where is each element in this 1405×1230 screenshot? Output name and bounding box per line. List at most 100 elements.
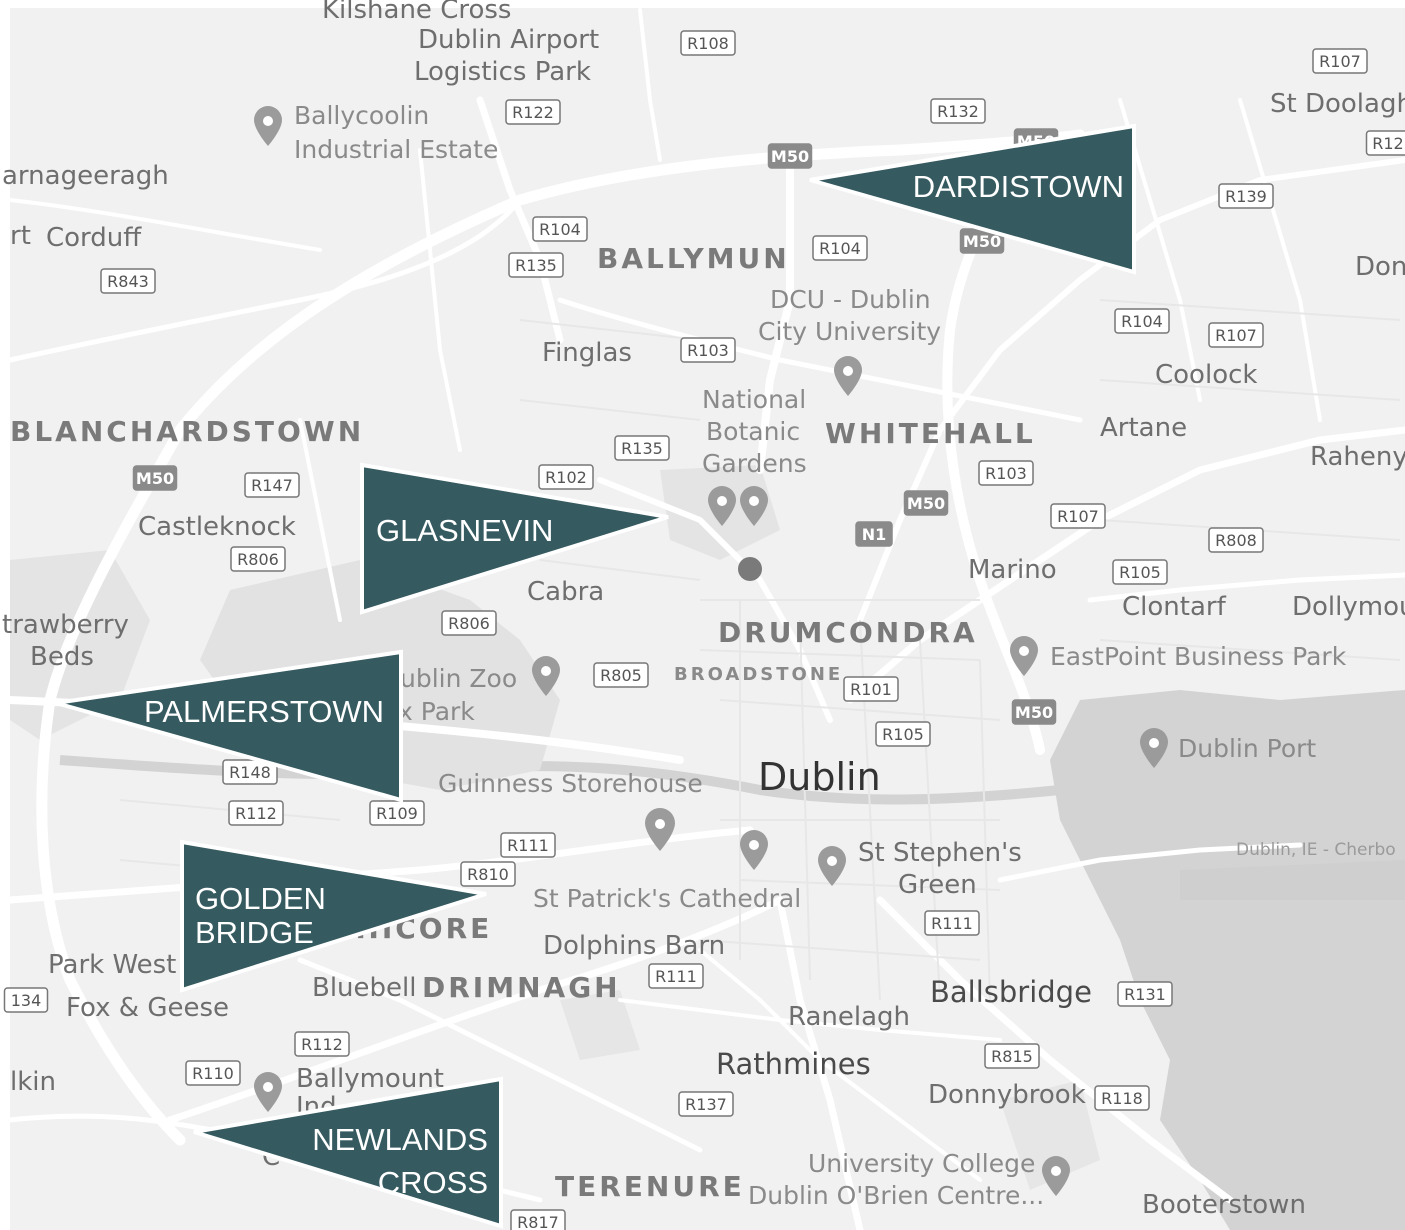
place-label: City University [758, 317, 941, 346]
route-shield: R147 [244, 472, 300, 498]
place-label: ublin Zoo [400, 664, 517, 693]
route-shield-label: R139 [1225, 187, 1267, 206]
callout-palmerstown[interactable]: PALMERSTOWN [55, 649, 403, 803]
route-shield-label: R111 [507, 836, 549, 855]
crumlin-park [560, 990, 640, 1060]
callout-label: PALMERSTOWN [144, 694, 384, 729]
callout-label: BRIDGE [195, 915, 314, 950]
place-label: St Stephen's [858, 838, 1022, 868]
place-label: National [702, 385, 806, 414]
route-shield: R103 [978, 460, 1034, 486]
city-label: Dublin [758, 755, 881, 799]
route-shield: R137 [678, 1091, 734, 1117]
place-label: Cabra [527, 577, 604, 607]
route-shield: R107 [1208, 322, 1264, 348]
route-shield-label: M50 [136, 469, 174, 488]
place-label: Don [1355, 252, 1405, 282]
place-label: Ranelagh [788, 1002, 910, 1032]
route-shield-label: N1 [862, 525, 887, 544]
route-shield: R808 [1208, 527, 1264, 553]
route-shield: R135 [614, 435, 670, 461]
callout-newlands-cross[interactable]: NEWLANDS CROSS [193, 1076, 503, 1229]
location-pin-icon [645, 808, 675, 851]
route-shield: R112 [294, 1031, 350, 1057]
route-shield-label: R111 [655, 967, 697, 986]
broadstone-label: BROADSTONE [674, 664, 843, 685]
place-label: trawberry [2, 610, 129, 640]
route-shield-label: R817 [517, 1213, 559, 1230]
place-label: Park West [48, 950, 176, 980]
route-shield: R132 [930, 98, 986, 124]
place-label: arnageeragh [2, 161, 169, 191]
poi-label: St Patrick's Cathedral [533, 884, 801, 913]
route-shield-label: R104 [539, 220, 581, 239]
poi-labels: EastPoint Business Park Dublin Port Guin… [438, 642, 1396, 1210]
route-shield: R806 [441, 610, 497, 636]
callout-glasnevin[interactable]: GLASNEVIN [360, 462, 669, 615]
route-shield-label: R112 [235, 804, 277, 823]
place-label: Kilshane Cross [322, 0, 511, 25]
place-label: Raheny [1310, 442, 1405, 472]
district-labels: BALLYMUN BLANCHARDSTOWN WHITEHALL DRUMCO… [10, 242, 1033, 1203]
route-shield: 134 [3, 987, 49, 1013]
route-shield: R806 [230, 546, 286, 572]
poi-label: Dublin O'Brien Centre... [748, 1181, 1044, 1210]
route-shield: R105 [875, 721, 931, 747]
callout-golden-bridge[interactable]: GOLDEN BRIDGE [180, 839, 487, 993]
place-label: Rathmines [716, 1047, 871, 1081]
route-shield-label: R12 [1372, 134, 1403, 153]
route-shield: R135 [508, 252, 564, 278]
poi-label: Dublin Port [1178, 734, 1316, 763]
pin-centers [263, 116, 1159, 1176]
route-shield-label: M50 [963, 232, 1001, 251]
route-shield: R131 [1117, 981, 1173, 1007]
callout-dardistown[interactable]: DARDISTOWN [809, 123, 1136, 275]
route-shield: R817 [510, 1209, 566, 1230]
callout-label: GLASNEVIN [376, 513, 553, 548]
poi-label: EastPoint Business Park [1050, 642, 1347, 671]
place-label: Booterstown [1142, 1190, 1306, 1220]
route-shield: R105 [1112, 559, 1168, 585]
place-label: Artane [1100, 413, 1187, 443]
route-shield-label: R843 [107, 272, 149, 291]
route-shield-label: R122 [512, 103, 554, 122]
place-label: Corduff [46, 223, 142, 253]
district-label: BALLYMUN [597, 242, 790, 275]
route-shield-label: R108 [687, 34, 729, 53]
place-label: Ballymount [296, 1064, 444, 1094]
route-shield-label: R112 [301, 1035, 343, 1054]
route-shield: R108 [680, 30, 736, 56]
south-park [1000, 1080, 1100, 1190]
route-shield: R107 [1312, 48, 1368, 74]
callout-arrow-shape [360, 462, 669, 615]
route-shield-label: 134 [11, 991, 42, 1010]
route-shield-label: R135 [515, 256, 557, 275]
route-shield-label: R147 [251, 476, 293, 495]
route-shield: R805 [593, 662, 649, 688]
motorway-shield: M50 [767, 143, 813, 169]
route-shield: R110 [185, 1060, 241, 1086]
district-label: TERENURE [555, 1170, 745, 1203]
place-label: Fox & Geese [66, 993, 229, 1023]
route-shield-label: R109 [376, 804, 418, 823]
route-shield: R122 [505, 99, 561, 125]
route-shield: R111 [500, 832, 556, 858]
route-shield-label: R805 [600, 666, 642, 685]
route-shield: R810 [460, 861, 516, 887]
route-shield: R815 [984, 1043, 1040, 1069]
route-shield-label: R135 [621, 439, 663, 458]
place-label: Bluebell [312, 973, 416, 1003]
route-shield-label: R103 [985, 464, 1027, 483]
route-shield: R104 [532, 216, 588, 242]
place-label: Ballycoolin [294, 101, 429, 130]
route-shield: R103 [680, 337, 736, 363]
route-shield: R101 [843, 676, 899, 702]
place-label: Green [898, 870, 977, 900]
route-shield-label: R111 [931, 914, 973, 933]
route-shield: R111 [648, 963, 704, 989]
route-shield: R112 [228, 800, 284, 826]
route-shield-label: R103 [687, 341, 729, 360]
place-label: Ballsbridge [930, 975, 1092, 1009]
